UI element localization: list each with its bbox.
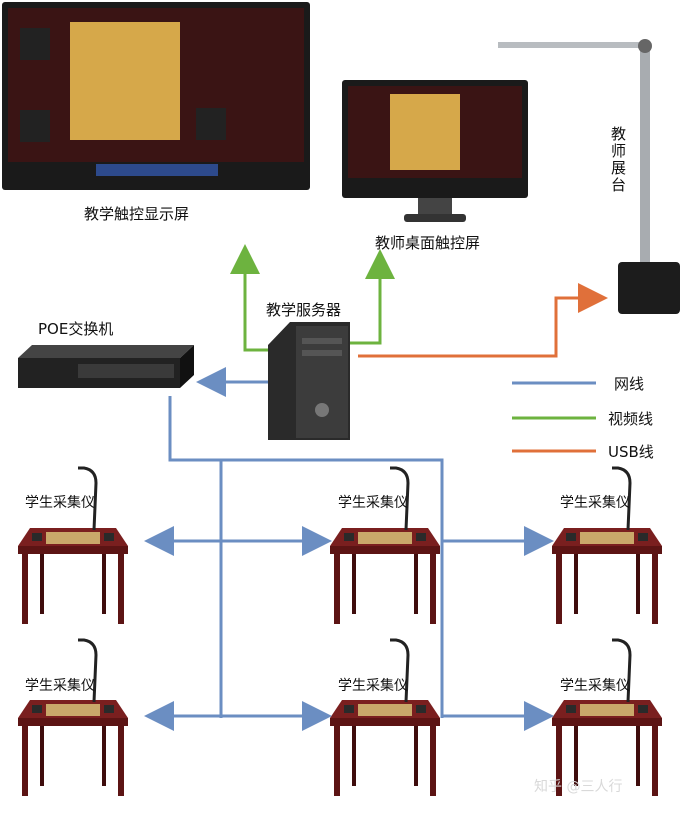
server-label: 教学服务器	[266, 301, 342, 319]
usb-line	[358, 283, 608, 358]
doc-camera-label: 教师展台	[609, 126, 627, 194]
poe-switch	[18, 345, 194, 388]
student-desk-6	[550, 638, 664, 798]
student-device-label-4: 学生采集仪	[25, 678, 95, 694]
server-tower	[268, 322, 350, 440]
student-device-label-5: 学生采集仪	[338, 678, 408, 694]
legend-usb-label: USB线	[608, 443, 654, 461]
video-line-to-desktop	[350, 249, 395, 345]
student-device-label-6: 学生采集仪	[560, 678, 630, 694]
desktop-screen-label: 教师桌面触控屏	[375, 234, 481, 252]
legend-network-label: 网线	[614, 375, 645, 393]
watermark: 知乎 @三人行	[534, 779, 623, 795]
switch-label: POE交换机	[38, 320, 114, 338]
big-screen-label: 教学触控显示屏	[84, 205, 190, 223]
desktop-touch-screen	[342, 80, 528, 222]
document-camera	[498, 39, 680, 314]
legend-video-label: 视频线	[608, 410, 654, 428]
video-line-to-big-screen	[230, 244, 268, 352]
network-backbone	[168, 396, 444, 718]
student-desk-5	[328, 638, 442, 798]
student-desk-4	[16, 638, 130, 798]
student-device-label-2: 学生采集仪	[338, 495, 408, 511]
student-device-label-1: 学生采集仪	[25, 495, 95, 511]
student-device-label-3: 学生采集仪	[560, 495, 630, 511]
big-touch-display	[2, 2, 310, 190]
